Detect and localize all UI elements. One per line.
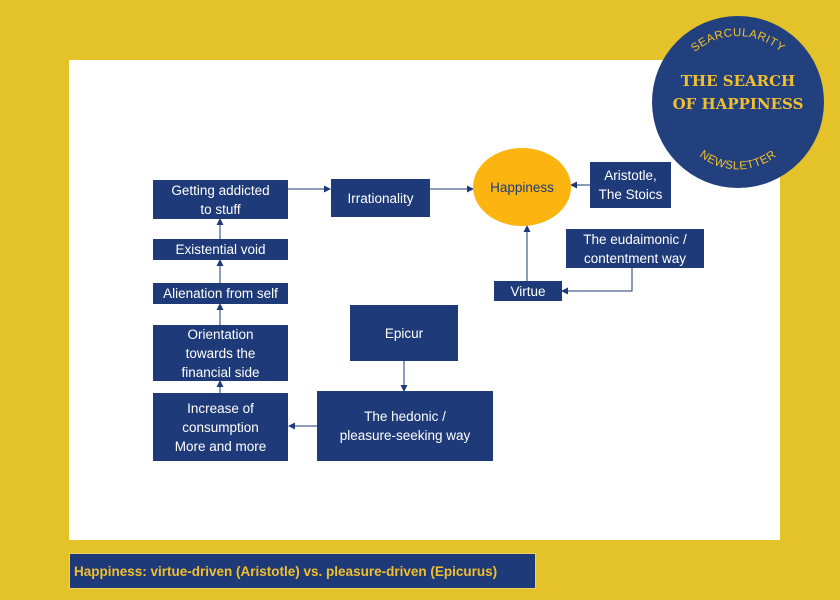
node-epicur: Epicur (350, 305, 458, 361)
node-increase-consumption: Increase of consumption More and more (153, 393, 288, 461)
badge-top-arc: SEARCULARITY (689, 27, 786, 54)
caption-bar: Happiness: virtue-driven (Aristotle) vs.… (69, 553, 536, 589)
node-aristotle-stoics: Aristotle, The Stoics (590, 162, 671, 208)
node-virtue: Virtue (494, 281, 562, 301)
badge-title: THE SEARCH OF HAPPINESS (672, 72, 804, 113)
node-irrationality: Irrationality (331, 179, 430, 217)
svg-text:SEARCULARITY: SEARCULARITY (689, 27, 787, 54)
badge-arc-text: SEARCULARITY NEWSLETTER (689, 27, 787, 173)
node-eudaimonic-way: The eudaimonic / contentment way (566, 229, 704, 268)
svg-text:NEWSLETTER: NEWSLETTER (697, 149, 778, 173)
node-existential-void: Existential void (153, 239, 288, 260)
node-hedonic-way: The hedonic / pleasure-seeking way (317, 391, 493, 461)
node-happiness: Happiness (473, 148, 571, 226)
node-orientation-financial: Orientation towards the financial side (153, 325, 288, 381)
newsletter-badge (652, 16, 824, 188)
badge-bottom-arc: NEWSLETTER (697, 149, 778, 173)
node-getting-addicted: Getting addicted to stuff (153, 180, 288, 219)
node-alienation-from-self: Alienation from self (153, 283, 288, 304)
